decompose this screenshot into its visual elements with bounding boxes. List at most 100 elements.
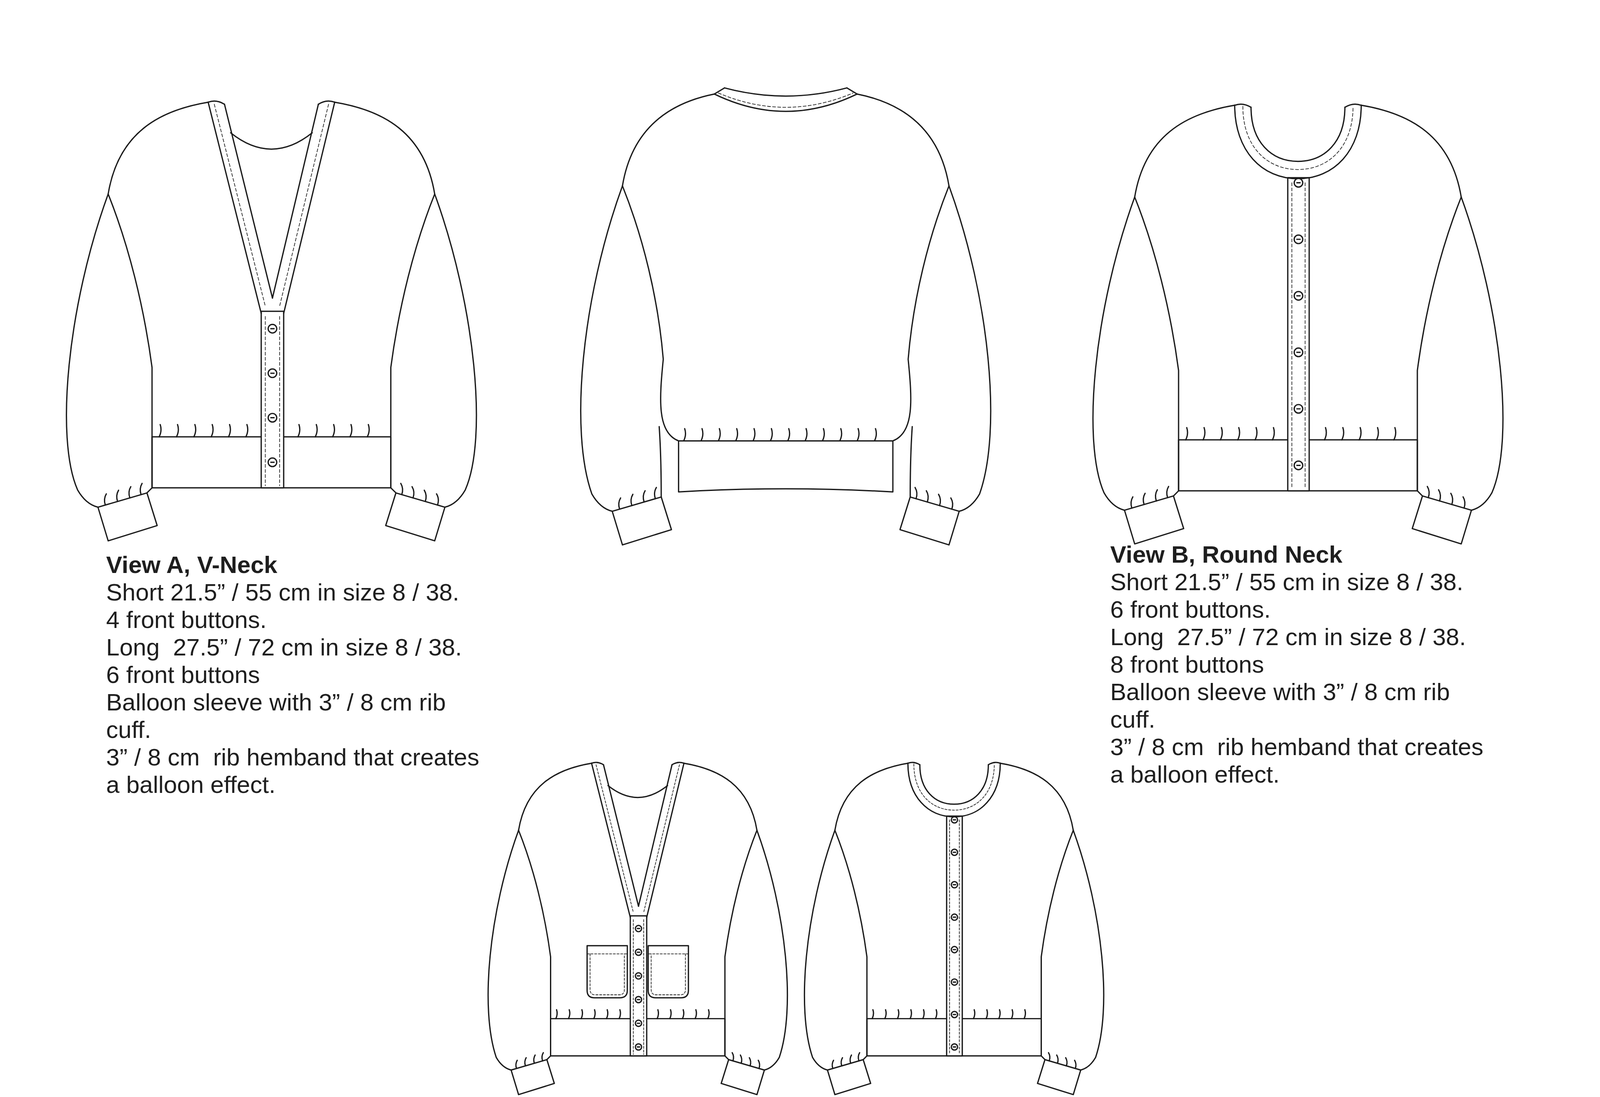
body-side	[1417, 197, 1462, 497]
hem-gather	[1024, 1010, 1026, 1020]
sleeve-gather	[858, 1053, 860, 1062]
patch-pocket	[586, 946, 628, 999]
garment-half	[334, 102, 477, 541]
button-hole	[953, 916, 956, 919]
hem-gather	[581, 1010, 583, 1020]
hem-gather	[998, 1010, 1001, 1020]
sleeve-gather	[541, 1053, 544, 1062]
rib-cuff	[612, 497, 672, 546]
garment-half	[804, 763, 908, 1096]
neckband	[919, 764, 989, 805]
button	[1294, 348, 1303, 357]
button	[635, 1020, 642, 1027]
hem-gather	[656, 1010, 659, 1020]
hem-gather	[1393, 427, 1396, 441]
button	[268, 369, 277, 378]
sleeve-gather	[749, 1057, 751, 1066]
button-hole	[270, 328, 275, 330]
hem-gather	[1359, 427, 1362, 441]
spec-note: Balloon sleeve with 3” / 8 cm rib cuff.	[106, 688, 480, 744]
hem-gather	[350, 424, 352, 437]
hem-gather	[367, 424, 370, 437]
button-hole	[637, 999, 640, 1001]
sleeve-gather	[128, 486, 131, 498]
button	[1294, 291, 1303, 301]
button-hole	[1296, 238, 1301, 241]
garment-half	[1361, 105, 1503, 544]
hem-gather	[1203, 427, 1205, 441]
body-side	[390, 194, 435, 494]
spec-note: Short 21.5” / 55 cm in size 8 / 38.	[1110, 568, 1484, 596]
sleeve-gather	[1155, 489, 1158, 501]
sleeve-gather	[631, 494, 633, 506]
button	[951, 849, 958, 856]
sleeve-gather	[516, 1060, 518, 1069]
sleeve-gather	[1438, 489, 1441, 501]
topstitch	[949, 820, 950, 1055]
garment-half	[1000, 763, 1104, 1096]
button-hole	[637, 1022, 640, 1025]
topstitch	[643, 764, 680, 913]
sleeve-gather	[1427, 486, 1430, 498]
hem-gather	[707, 1010, 709, 1020]
sleeve-outline	[1361, 105, 1503, 511]
rib-cuff	[1124, 496, 1184, 545]
button-hole	[270, 461, 275, 464]
hem-gather	[298, 424, 300, 437]
spec-note: 6 front buttons	[106, 661, 480, 689]
sleeve-gather	[412, 486, 414, 498]
topstitch	[958, 820, 960, 1055]
sleeve-gather	[1065, 1057, 1067, 1066]
button-hole	[953, 981, 956, 984]
spec-note: Short 21.5” / 55 cm in size 8 / 38.	[106, 578, 480, 607]
button-hole	[953, 851, 956, 854]
neckband	[208, 102, 262, 314]
hem-gather	[1185, 427, 1188, 441]
button	[635, 949, 642, 956]
button	[635, 996, 642, 1004]
button-hole	[1296, 182, 1301, 184]
rib-cuff	[721, 1059, 765, 1095]
hem-gather	[669, 1010, 672, 1020]
sleeve-outline	[1093, 105, 1235, 511]
sleeve-gather	[1048, 1053, 1050, 1062]
spec-note: 4 front buttons.	[106, 606, 480, 634]
button-hole	[270, 372, 275, 374]
button	[1294, 235, 1303, 244]
button-hole	[953, 884, 956, 886]
rib-cuff	[1412, 496, 1472, 545]
hem-gather	[1011, 1010, 1013, 1020]
button-hole	[953, 819, 956, 821]
spec-note: Long 27.5” / 72 cm in size 8 / 38.	[106, 633, 480, 662]
hem-gather	[986, 1010, 988, 1020]
sleeve-gather	[436, 494, 439, 506]
sleeve-gather	[926, 491, 929, 503]
hem-gather	[193, 424, 196, 437]
patch-pocket	[648, 946, 689, 999]
hem-gather	[1341, 427, 1344, 441]
hem-gather	[805, 428, 807, 442]
sleeve-gather	[950, 497, 953, 510]
button-hole	[1296, 408, 1301, 410]
pocket-stitch	[586, 953, 628, 955]
rib-cuff	[900, 497, 960, 546]
body-side	[724, 830, 758, 1060]
sleeve-gather	[643, 491, 645, 503]
body-side	[622, 186, 679, 442]
sleeve-inner	[659, 426, 662, 498]
hem-gather	[1376, 427, 1379, 441]
sleeve-gather	[1462, 497, 1465, 509]
button	[635, 973, 642, 980]
topstitch	[913, 764, 995, 811]
sleeve-outline	[857, 94, 991, 512]
sleeve-gather	[654, 487, 657, 499]
hem-gather	[935, 1010, 937, 1020]
body-side	[518, 830, 551, 1060]
button-hole	[1296, 351, 1301, 354]
back-neckline	[230, 132, 313, 150]
topstitch	[214, 104, 266, 307]
sleeve-outline	[804, 763, 908, 1071]
hem-gather	[176, 424, 179, 437]
button	[268, 413, 277, 423]
